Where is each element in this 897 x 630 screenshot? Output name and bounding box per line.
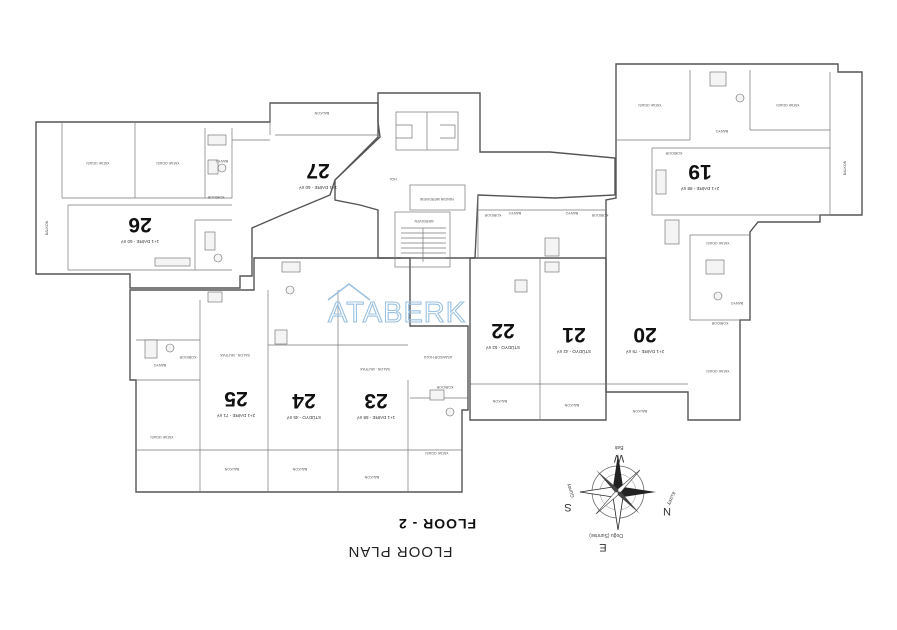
room-label-koridor-27: KORİDOR [207,195,224,200]
room-label-koridor-22: KORİDOR [484,213,501,218]
unit-number: 19 [688,160,711,183]
room-label-balkon-26: BALKON [45,220,49,235]
unit-subtitle: 2+1 DAİRE - 88 m² [680,186,719,192]
unit-25: 25 2+1 DAİRE - 71 m² [216,387,255,419]
room-label-balkon-23: BALKON [364,475,379,479]
room-label-yatak-25: YATAK ODASI [150,435,173,439]
unit-subtitle: 1+1 DAİRE - 60 m² [120,239,159,245]
room-label-yatak-20a: YATAK ODASI [706,369,729,373]
compass-south-sub: Güney [566,482,577,498]
unit-subtitle: STÜDYO - 52 m² [485,345,520,351]
compass-east-sub: Doğu (Sunrise) [589,532,623,538]
interior-walls [61,70,831,492]
room-label-balkon-21: BALKON [564,403,579,407]
room-label-yatak-26b: YATAK ODASI [156,161,179,165]
unit-27: 27 1+1 DAİRE - 60 m² [298,159,337,191]
unit-26: 26 1+1 DAİRE - 60 m² [120,213,159,245]
compass-labels: W Batı E Doğu (Sunrise) N Kuzey S Güney [564,444,676,553]
unit-number: 21 [562,323,586,346]
compass-south: S [564,501,571,513]
unit-subtitle: 2+1 DAİRE - 79 m² [625,349,664,355]
fixtures [144,71,745,417]
unit-number: 25 [224,387,248,410]
room-label-hol: HOL [389,177,396,181]
unit-number: 23 [364,389,387,412]
room-label-yatak-20b: YATAK ODASI [706,241,729,245]
room-label-koridor-19: KORİDOR [665,151,682,156]
room-label-asansor-holu: ASANSÖR HOLÜ [423,355,452,359]
unit-21: 21 STÜDYO - 42 m² [556,323,591,355]
room-label-koridor-23: KORİDOR [436,385,453,390]
room-label-yatak-19a: YATAK ODASI [638,103,661,107]
room-label-koridor-25: KORİDOR [179,355,196,360]
building-outline [35,63,863,493]
room-label-balkon-20: BALKON [632,409,647,413]
unit-subtitle: STÜDYO - 45 m² [286,415,321,421]
room-label-koridor-21: KORİDOR [591,213,608,218]
unit-number: 22 [491,319,514,342]
watermark-logo: ATABERK [327,283,466,330]
room-label-balkon-22: BALKON [492,399,507,403]
room-label-yatak-19b: YATAK ODASI [776,103,799,107]
room-label-banyo-25: BANYO [154,363,167,367]
room-label-koridor-20: KORİDOR [711,321,728,326]
room-label-yatak-26a: YATAK ODASI [86,161,109,165]
room-label-yatak-23: YATAK ODASI [425,451,448,455]
room-label-balkon-24: BALKON [292,467,307,471]
stair-treads [401,227,446,262]
unit-24: 24 STÜDYO - 45 m² [286,389,321,421]
unit-number: 26 [128,213,151,236]
compass-north: N [663,505,671,517]
room-label-banyo-27: BANYO [216,159,229,163]
unit-23: 23 1+1 DAİRE - 58 m² [356,389,395,421]
unit-number: 24 [292,389,316,412]
room-label-banyo-20: BANYO [731,301,744,305]
unit-labels: 19 2+1 DAİRE - 88 m² 20 2+1 DAİRE - 79 m… [120,159,719,421]
room-labels: BALKON YATAK ODASI YATAK ODASI BALKON BA… [45,103,847,479]
room-label-banyo-21: BANYO [566,211,579,215]
floor-title: FLOOR - 2 [398,516,476,532]
room-label-salon-25: SALON - MUTFAK [219,353,250,357]
room-label-banyo-22: BANYO [509,211,522,215]
unit-22: 22 STÜDYO - 52 m² [485,319,520,351]
room-label-balkon-25: BALKON [224,467,239,471]
room-label-banyo-19: BANYO [716,129,729,133]
unit-subtitle: 2+1 DAİRE - 71 m² [216,413,255,419]
unit-number: 20 [633,323,656,346]
plan-title: FLOOR PLAN [347,543,452,560]
compass-west-sub: Batı [615,444,624,450]
unit-subtitle: 1+1 DAİRE - 58 m² [356,415,395,421]
compass-rose [579,454,656,531]
unit-20: 20 2+1 DAİRE - 79 m² [625,323,664,355]
unit-subtitle: 1+1 DAİRE - 60 m² [298,185,337,191]
compass-west: W [613,452,624,464]
compass-north-sub: Kuzey [666,491,677,507]
unit-19: 19 2+1 DAİRE - 88 m² [680,160,719,192]
room-label-balkon-27: BALKON [314,111,329,115]
unit-subtitle: STÜDYO - 42 m² [556,349,591,355]
room-label-salon-23: SALON - MUTFAK [359,367,390,371]
compass-east: E [599,541,606,553]
room-label-yangin: YANGIN MERDİVENİ [420,197,454,202]
watermark-text: ATABERK [328,297,466,329]
room-label-merdiven: MERDİVEN [414,219,433,224]
room-label-balkon-19: BALKON [843,160,847,175]
unit-number: 27 [306,159,329,182]
